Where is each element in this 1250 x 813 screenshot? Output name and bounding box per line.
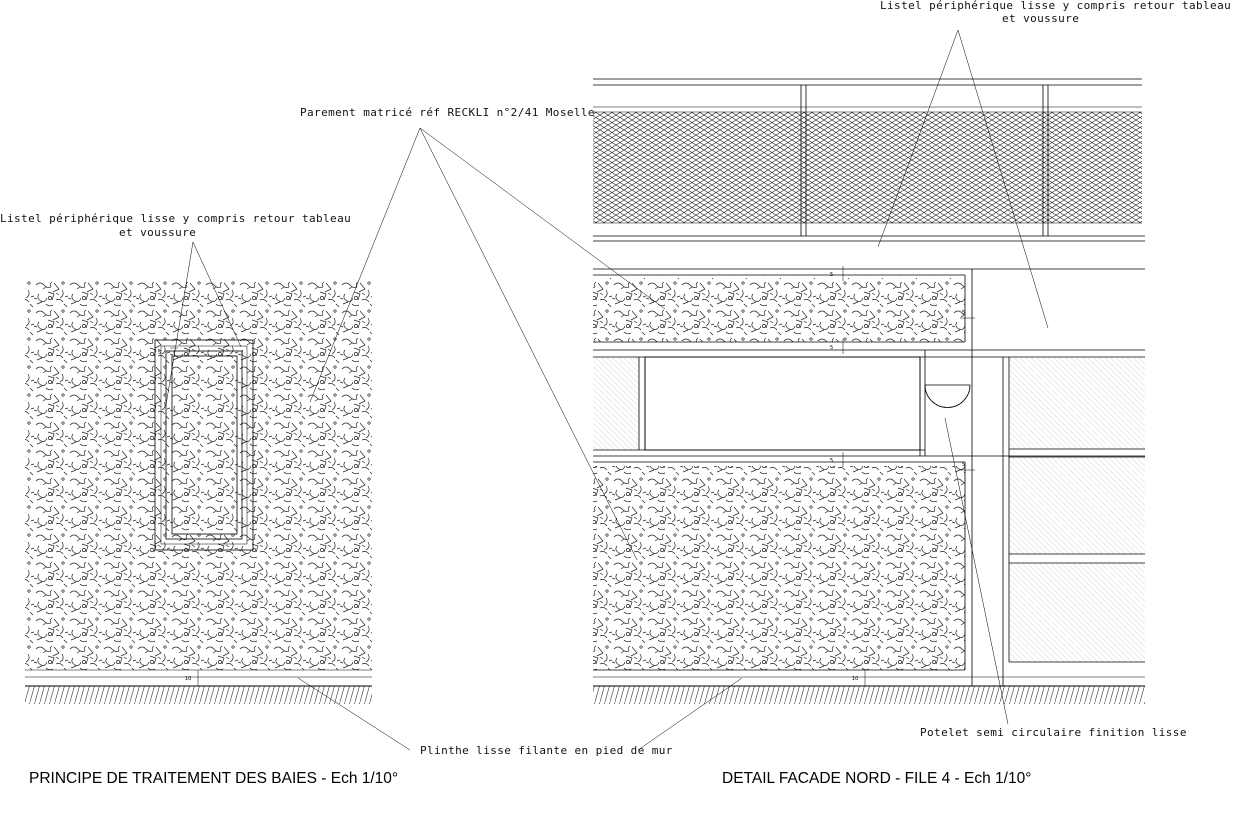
leader-parement-3 xyxy=(419,127,638,561)
dim-10-right-plinth: 10 xyxy=(852,676,858,682)
dim-5-left-window: 5 xyxy=(158,350,161,356)
dim-5-side-lower: 5 xyxy=(962,462,965,468)
left-window xyxy=(154,339,254,551)
dim-5-mid-band: 5 xyxy=(830,345,833,351)
right-panel-2 xyxy=(1009,457,1145,554)
annotation-listel-left-line2: et voussure xyxy=(119,226,196,239)
leader-listel-right-1 xyxy=(877,29,959,248)
leader-plinthe-left xyxy=(297,677,411,751)
dim-5-top-band: 5 xyxy=(830,272,833,278)
railing xyxy=(593,78,1145,242)
right-ground-hatch xyxy=(593,686,1145,704)
title-right: DETAIL FACADE NORD - FILE 4 - Ech 1/10° xyxy=(722,770,1031,787)
leader-listel-left-1 xyxy=(165,241,194,406)
upper-stone-band xyxy=(593,278,965,342)
annotation-parement: Parement matricé réf RECKLI n°2/41 Mosel… xyxy=(300,106,595,119)
leader-plinthe-right xyxy=(637,677,743,751)
left-ground-hatch xyxy=(25,686,372,704)
leader-potelet xyxy=(944,417,1009,725)
annotation-listel-right-line1: Listel périphérique lisse y compris reto… xyxy=(880,0,1231,12)
leader-parement-1 xyxy=(309,127,421,403)
annotation-potelet: Potelet semi circulaire finition lisse xyxy=(920,726,1187,739)
right-elevation: 5 5 5 5 5 10 xyxy=(309,29,1145,751)
dim-10-left-plinth: 10 xyxy=(185,676,191,682)
lower-stone-band xyxy=(593,466,965,670)
potelet-semicircle xyxy=(924,384,971,408)
annotation-listel-right-line2: et voussure xyxy=(1002,12,1079,25)
title-left: PRINCIPE DE TRAITEMENT DES BAIES - Ech 1… xyxy=(29,770,398,787)
dim-5-side-upper: 5 xyxy=(962,310,965,316)
right-panel-1 xyxy=(1009,357,1145,449)
dim-5-lower-band: 5 xyxy=(830,458,833,464)
leader-listel-right-2 xyxy=(957,29,1049,329)
left-elevation: 5 10 xyxy=(25,241,411,751)
annotation-plinthe: Plinthe lisse filante en pied de mur xyxy=(420,744,673,757)
leader-parement-2 xyxy=(419,127,666,310)
right-window-band xyxy=(593,350,1145,457)
right-panel-3 xyxy=(1009,563,1145,662)
leader-listel-left-2 xyxy=(192,241,242,348)
left-wall-stone-texture xyxy=(25,281,372,670)
annotation-listel-left-line1: Listel périphérique lisse y compris reto… xyxy=(0,212,351,225)
